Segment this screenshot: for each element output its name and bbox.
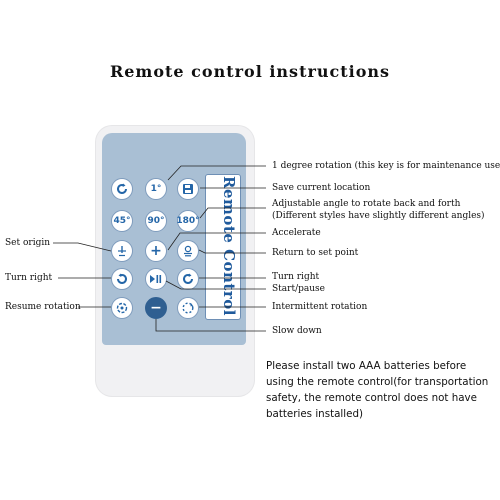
battery-note-line: batteries installed) [266, 408, 364, 420]
angle-45-button[interactable]: 45° [111, 210, 133, 232]
remote-label-box [205, 174, 241, 320]
floppy-disk-icon [182, 183, 194, 195]
play-pause-icon [149, 274, 163, 284]
callout-line-return [198, 249, 266, 254]
callout-accelerate: Accelerate [272, 228, 321, 238]
turn-left-button[interactable] [111, 268, 133, 290]
remote-label: Remote Control [220, 176, 238, 316]
battery-note: Please install two AAA batteries before … [266, 358, 498, 422]
callout-line-angle [199, 207, 266, 219]
resume-rotation-icon [115, 301, 129, 315]
callout-turn-right-right: Turn right [272, 272, 320, 282]
callout-line-one-degree [167, 165, 266, 181]
battery-note-line: safety, the remote control does not have [266, 392, 477, 404]
set-origin-icon [116, 245, 128, 257]
callout-one-degree: 1 degree rotation (this key is for maint… [272, 161, 500, 171]
return-point-icon [182, 245, 194, 257]
save-button[interactable] [177, 178, 199, 200]
set-origin-button[interactable] [111, 240, 133, 262]
power-button[interactable] [111, 178, 133, 200]
callout-line-set-origin [53, 242, 112, 252]
callout-line-slow-down [155, 319, 266, 332]
turn-arrow-icon [181, 272, 195, 286]
callout-resume: Resume rotation [5, 302, 81, 312]
page-title: Remote control instructions [109, 62, 391, 81]
angle-180-button[interactable]: 180° [176, 210, 200, 232]
callout-save: Save current location [272, 183, 371, 193]
battery-note-line: Please install two AAA batteries before [266, 360, 467, 372]
accelerate-button[interactable]: + [145, 240, 167, 262]
intermittent-rotation-button[interactable] [177, 297, 199, 319]
return-button[interactable] [177, 240, 199, 262]
callout-start-pause: Start/pause [272, 284, 325, 294]
angle-90-button[interactable]: 90° [145, 210, 167, 232]
resume-rotation-button[interactable] [111, 297, 133, 319]
callout-turn-right-left: Turn right [5, 273, 53, 283]
intermittent-rotation-icon [181, 301, 195, 315]
callout-return: Return to set point [272, 248, 359, 258]
callout-angle-line1: Adjustable angle to rotate back and fort… [272, 199, 461, 209]
start-pause-button[interactable] [145, 268, 167, 290]
slow-down-button[interactable]: − [145, 297, 167, 319]
rotate-arrow-icon [115, 182, 129, 196]
battery-note-line: using the remote control(for transportat… [266, 376, 489, 388]
turn-right-button[interactable] [177, 268, 199, 290]
turn-arrow-icon [115, 272, 129, 286]
callout-line-accelerate [167, 232, 266, 251]
callout-line-start-pause [165, 280, 266, 290]
callout-set-origin: Set origin [5, 238, 51, 248]
callout-slow-down: Slow down [272, 326, 322, 336]
one-degree-button[interactable]: 1° [145, 178, 167, 200]
callout-angle-line2: (Different styles have slightly differen… [272, 211, 485, 221]
callout-intermittent: Intermittent rotation [272, 302, 368, 312]
